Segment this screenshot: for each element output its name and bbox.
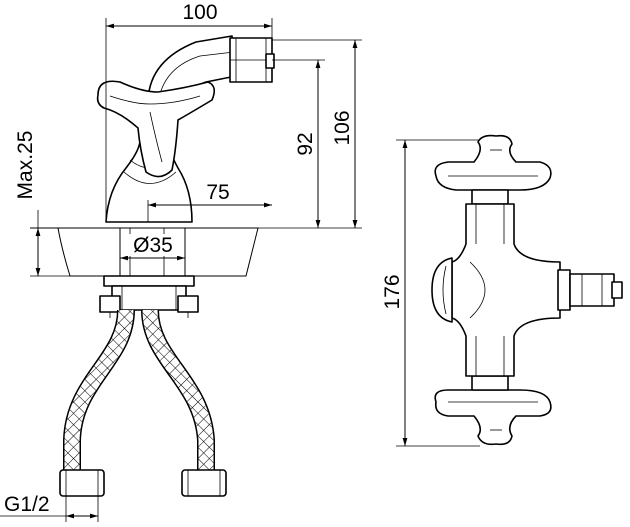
dimension-92-label: 92 (294, 132, 317, 155)
side-handle-bottom (434, 389, 552, 446)
dimension-106: 106 (258, 39, 362, 229)
dimension-100: 100 (105, 1, 273, 222)
side-handle-top (434, 134, 552, 191)
dimension-diameter-35: Ø35 (120, 234, 185, 261)
dimension-176: 176 (381, 139, 480, 447)
side-body (431, 203, 623, 377)
dimension-100-label: 100 (182, 1, 217, 24)
dimension-thread: G1/2 (0, 493, 99, 522)
front-view: 100 92 106 75 Max.25 (0, 1, 362, 522)
dimension-75: 75 (147, 181, 272, 222)
dimension-diameter-label: Ø35 (133, 234, 173, 257)
flex-hoses (59, 309, 227, 497)
dimension-75-label: 75 (206, 181, 229, 204)
dimension-max25: Max.25 (14, 131, 70, 277)
mounting-shank (99, 227, 199, 318)
dimension-176-label: 176 (381, 274, 404, 309)
dimension-thread-label: G1/2 (4, 493, 50, 516)
side-view: 176 (381, 134, 623, 447)
dimension-92: 92 (272, 59, 325, 228)
hose-nut-right (181, 469, 227, 497)
hose-nut-left (59, 469, 105, 497)
spout-nozzle (229, 37, 275, 83)
dimension-max25-label: Max.25 (14, 131, 37, 200)
dimension-106-label: 106 (331, 110, 354, 145)
mixer-body (96, 35, 275, 223)
cross-handle (96, 80, 216, 178)
